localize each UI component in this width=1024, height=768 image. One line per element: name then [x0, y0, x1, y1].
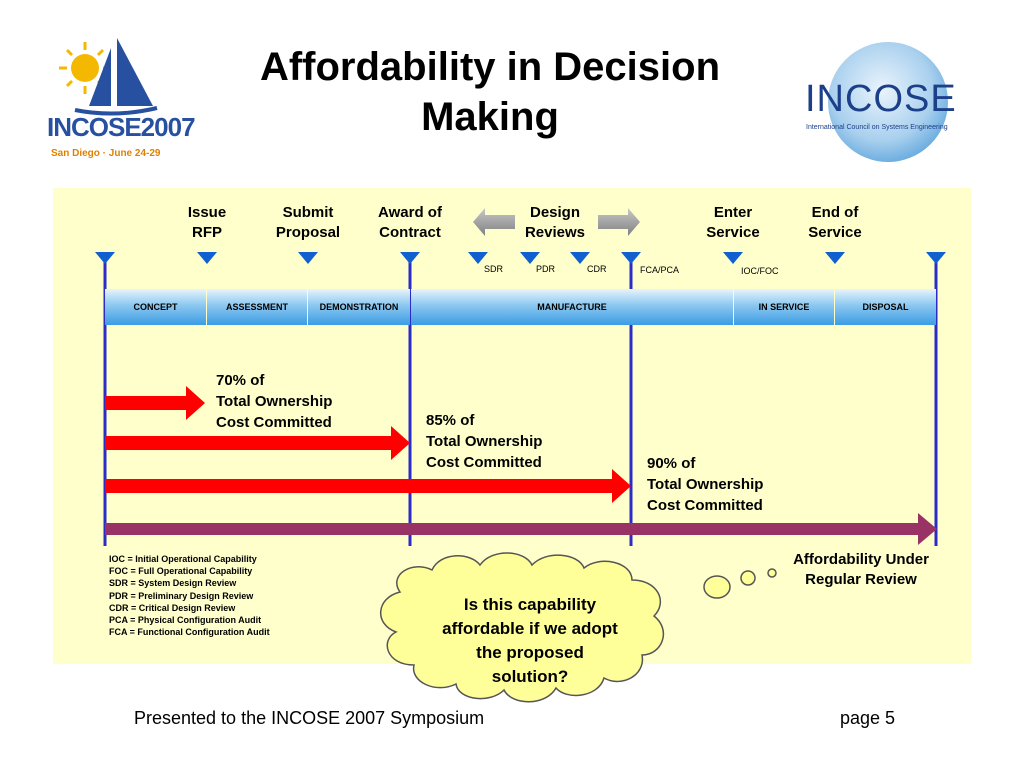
phase-concept: CONCEPT — [133, 302, 178, 312]
milestone-markers — [95, 252, 946, 264]
logo-left-subtitle: San Diego · June 24-29 — [51, 148, 161, 159]
design-review-arrows — [473, 208, 640, 236]
marker-end-service-icon — [825, 252, 845, 264]
marker-issue-rfp-icon — [197, 252, 217, 264]
cloud-question: Is this capability affordable if we adop… — [442, 595, 618, 686]
arrow-90-icon — [105, 469, 631, 503]
title-line-1: Affordability in Decision — [259, 45, 721, 89]
marker-award-icon — [400, 252, 420, 264]
affordability-label: Affordability Under Regular Review — [793, 551, 929, 588]
marker-sdr-icon — [468, 252, 488, 264]
incose2007-logo: INCOSE2007 San Diego · June 24-29 — [45, 28, 196, 168]
acronym-legend: IOC = Initial Operational Capability FOC… — [109, 554, 270, 638]
marker-fca-pca-icon — [621, 252, 641, 264]
marker-pdr-icon — [520, 252, 540, 264]
phase-disposal: DISPOSAL — [862, 302, 909, 312]
incose-logo: INCOSE International Council on Systems … — [800, 40, 980, 165]
marker-end-icon — [926, 252, 946, 264]
title-line-2: Making — [421, 95, 559, 139]
left-gray-arrow-icon — [473, 208, 515, 236]
phase-assessment: ASSESSMENT — [225, 302, 288, 312]
label-pdr: PDR — [536, 264, 556, 274]
label-ioc-foc: IOC/FOC — [741, 266, 779, 276]
milestone-design-reviews: Design Reviews — [524, 204, 586, 241]
logo-right-text: INCOSE — [805, 78, 957, 120]
phase-in-service: IN SERVICE — [758, 302, 810, 312]
milestone-end-of-service: End of Service — [808, 204, 862, 241]
phase-manufacture: MANUFACTURE — [537, 302, 607, 312]
label-fca-pca: FCA/PCA — [640, 265, 680, 275]
affordability-arrow-icon — [105, 513, 937, 545]
commitment-70: 70% of Total Ownership Cost Committed — [216, 372, 333, 431]
commitment-85: 85% of Total Ownership Cost Committed — [426, 412, 543, 471]
globe-icon — [828, 42, 948, 162]
phase-demonstration: DEMONSTRATION — [319, 302, 399, 312]
logo-right-subtitle: International Council on Systems Enginee… — [806, 124, 948, 131]
phase-bar — [105, 289, 936, 325]
page-number: page 5 — [840, 708, 896, 728]
marker-submit-proposal-icon — [298, 252, 318, 264]
commitment-arrows — [105, 386, 631, 503]
milestone-submit-proposal: Submit Proposal — [275, 204, 341, 241]
milestone-issue-rfp: Issue RFP — [187, 204, 227, 241]
label-sdr: SDR — [484, 264, 504, 274]
right-gray-arrow-icon — [598, 208, 640, 236]
slide-title: Affordability in Decision Making — [200, 42, 780, 142]
arrow-70-icon — [105, 386, 205, 420]
milestone-award-contract: Award of Contract — [378, 204, 442, 241]
thought-bubbles — [703, 568, 777, 599]
marker-cdr-icon — [570, 252, 590, 264]
commitment-90: 90% of Total Ownership Cost Committed — [647, 455, 764, 514]
marker-ioc-foc-icon — [723, 252, 743, 264]
label-cdr: CDR — [587, 264, 607, 274]
sun-sail-icon — [59, 38, 158, 116]
thought-cloud-icon — [379, 552, 665, 703]
footer-left: Presented to the INCOSE 2007 Symposium — [134, 708, 485, 728]
arrow-85-icon — [105, 426, 410, 460]
milestone-enter-service: Enter Service — [706, 204, 760, 241]
marker-start-icon — [95, 252, 115, 264]
logo-left-text: INCOSE2007 — [47, 112, 196, 142]
